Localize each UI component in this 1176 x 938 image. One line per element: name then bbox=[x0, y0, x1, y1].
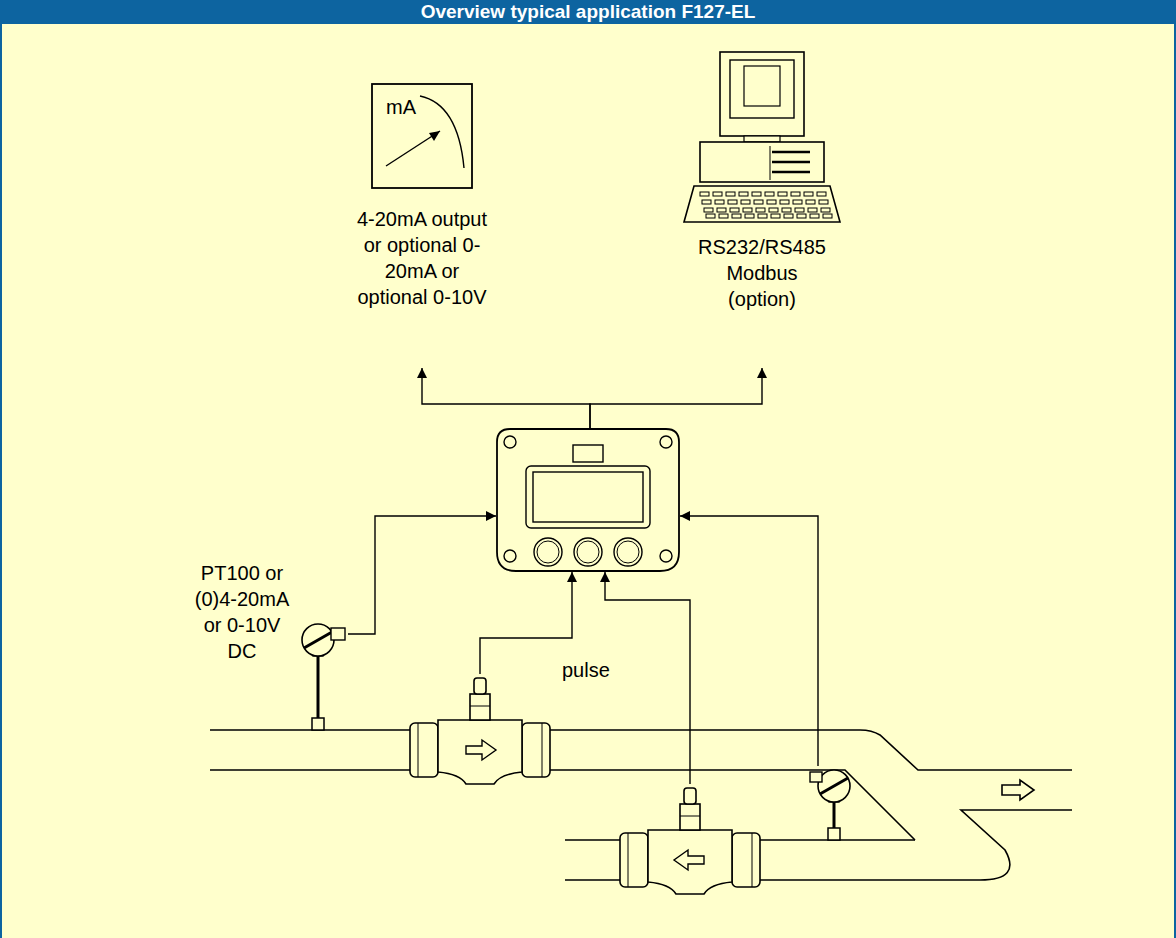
frame-border bbox=[0, 0, 2, 938]
title-bar: Overview typical application F127-EL bbox=[0, 0, 1176, 24]
signal-line bbox=[480, 572, 572, 674]
signal-line bbox=[348, 516, 496, 634]
panel-meter: mA 4-20mA output or optional 0-20mA or op… bbox=[342, 84, 502, 368]
sensor-drawing bbox=[808, 766, 852, 840]
flowmeter bbox=[408, 674, 552, 786]
signal-line bbox=[605, 572, 690, 784]
signal-line bbox=[422, 368, 590, 428]
computer: RS232/RS485 Modbus (option) bbox=[682, 46, 842, 368]
temperature-sensor: PT100 or (0)4-20mA or 0-10V DC bbox=[188, 556, 348, 732]
flowmeter-drawing bbox=[408, 674, 552, 786]
caption-text: 4-20mA output or optional 0-20mA or opti… bbox=[350, 206, 494, 310]
caption-text: RS232/RS485 Modbus (option) bbox=[695, 234, 829, 312]
unit-label: mA bbox=[386, 94, 426, 120]
caption-text: PT100 or (0)4-20mA or 0-10V DC bbox=[188, 560, 296, 664]
temperature-sensor bbox=[808, 766, 852, 840]
flowmeter-drawing bbox=[618, 784, 762, 896]
frame-border bbox=[1174, 0, 1176, 938]
indicator-drawing bbox=[496, 428, 680, 572]
signal-label: pulse bbox=[562, 657, 610, 683]
flowmeter bbox=[618, 784, 762, 896]
computer-symbol bbox=[682, 46, 842, 368]
signal-line bbox=[680, 516, 818, 766]
signal-line bbox=[590, 368, 762, 428]
indicator-unit bbox=[496, 428, 680, 572]
